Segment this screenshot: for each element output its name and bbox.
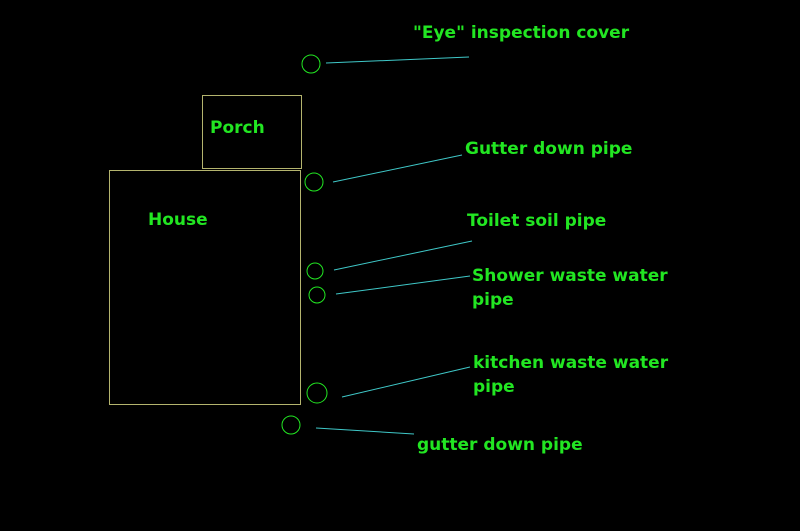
- shower-waste-water-pipe-leader: [335, 275, 471, 295]
- gutter-down-pipe-upper-label: Gutter down pipe: [465, 139, 633, 159]
- toilet-soil-pipe-marker: [306, 262, 324, 280]
- toilet-soil-pipe-label: Toilet soil pipe: [467, 211, 607, 231]
- eye-inspection-cover-label: "Eye" inspection cover: [413, 23, 630, 43]
- gutter-down-pipe-upper-leader: [332, 154, 463, 183]
- gutter-down-pipe-lower-leader: [315, 427, 415, 435]
- kitchen-waste-water-pipe-marker: [306, 382, 328, 404]
- gutter-down-pipe-lower-label: gutter down pipe: [417, 435, 583, 455]
- shower-waste-water-pipe-label: Shower waste water pipe: [472, 266, 668, 310]
- porch-outline: [202, 95, 302, 169]
- house-label: House: [148, 210, 208, 230]
- eye-inspection-cover-marker: [301, 54, 321, 74]
- house-outline: [109, 170, 301, 405]
- toilet-soil-pipe-leader: [333, 240, 473, 271]
- porch-label: Porch: [210, 118, 265, 138]
- eye-inspection-cover-leader: [325, 56, 470, 64]
- gutter-down-pipe-upper-marker: [304, 172, 324, 192]
- gutter-down-pipe-lower-marker: [281, 415, 301, 435]
- kitchen-waste-water-pipe-leader: [341, 366, 471, 398]
- shower-waste-water-pipe-marker: [308, 286, 326, 304]
- kitchen-waste-water-pipe-label: kitchen waste water pipe: [473, 353, 669, 397]
